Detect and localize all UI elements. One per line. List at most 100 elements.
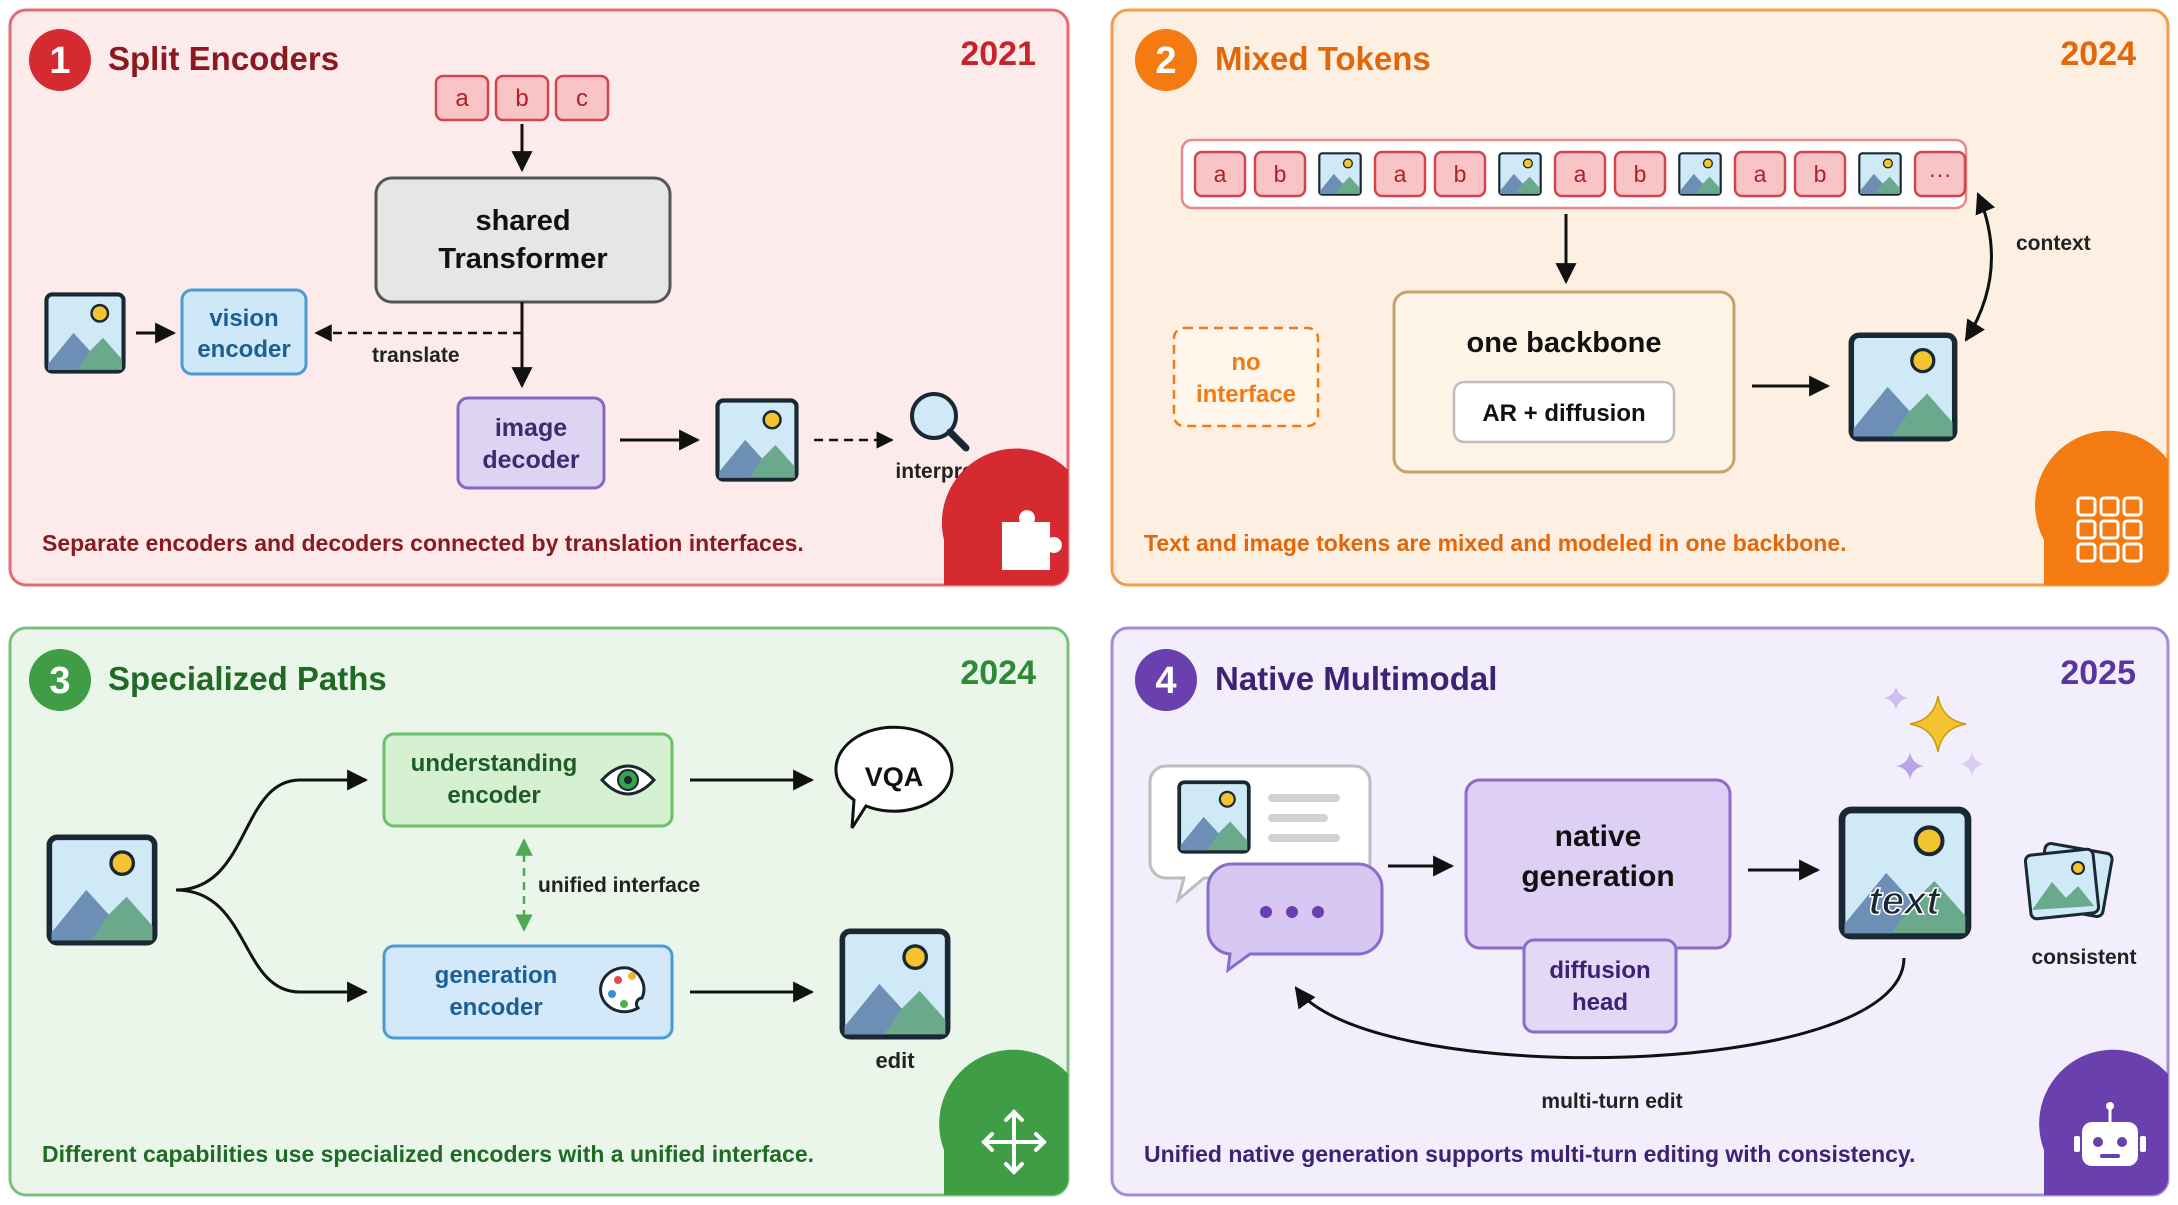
move-arrows-icon xyxy=(981,1109,1047,1175)
text-token-label: b xyxy=(1634,161,1647,187)
vision-encoder-box xyxy=(180,288,308,376)
text-token xyxy=(1613,150,1667,198)
vqa-label: VQA xyxy=(865,762,924,792)
typing-dot-2 xyxy=(1286,906,1298,918)
consistent-stack-icon xyxy=(2023,842,2114,921)
panel-3-number-badge xyxy=(29,649,91,711)
context-loop-arrow xyxy=(1964,192,1996,342)
generation-encoder-line1: generation xyxy=(435,962,558,989)
panel-4-title: Native Multimodal xyxy=(1215,660,1497,697)
token-a-label: a xyxy=(455,85,469,112)
message-image-icon xyxy=(1177,780,1251,854)
panel-specialized-paths: 3 Specialized Paths 2024 understanding e… xyxy=(8,626,1070,1197)
panel-1-number: 1 xyxy=(49,40,70,82)
diffusion-head-line1: diffusion xyxy=(1549,957,1650,984)
panel-native-multimodal: 4 Native Multimodal 2025 native generati… xyxy=(1110,626,2170,1197)
grid-icon xyxy=(2076,496,2143,563)
text-token xyxy=(1913,150,1967,198)
generation-encoder-line2: encoder xyxy=(449,994,542,1021)
translate-label: translate xyxy=(372,344,460,367)
shared-transformer-line1: shared xyxy=(475,205,570,237)
output-image-icon xyxy=(718,401,797,480)
panel-3-title: Specialized Paths xyxy=(108,660,387,697)
context-label: context xyxy=(2016,232,2091,255)
panel-3-year: 2024 xyxy=(960,654,1036,692)
image-decoder-line1: image xyxy=(495,414,567,442)
multi-turn-loop-arrow xyxy=(1294,957,1906,1060)
palette-icon xyxy=(599,966,646,1014)
no-interface-line2: interface xyxy=(1196,381,1296,408)
token-c-label: c xyxy=(576,85,588,112)
text-token xyxy=(1553,150,1607,198)
branch-arrow-understanding xyxy=(175,769,369,892)
vision-encoder-line1: vision xyxy=(209,305,278,332)
token-c xyxy=(554,74,610,122)
input-image-icon-3 xyxy=(49,837,154,942)
panel-2-year: 2024 xyxy=(2060,35,2136,73)
text-token-label: a xyxy=(1214,161,1227,187)
text-token-label: a xyxy=(1574,161,1587,187)
panel-1-title: Split Encoders xyxy=(108,40,339,77)
panel-1-year: 2021 xyxy=(960,35,1036,73)
text-token xyxy=(1373,150,1427,198)
panel-2-title: Mixed Tokens xyxy=(1215,40,1431,77)
edit-label: edit xyxy=(875,1048,915,1073)
text-token-label: b xyxy=(1454,161,1467,187)
image-decoder-box xyxy=(456,396,606,490)
token-a xyxy=(434,74,490,122)
text-token-label: b xyxy=(1274,161,1287,187)
eye-icon xyxy=(599,764,657,796)
panel-2-number-badge xyxy=(1135,29,1197,91)
shared-transformer-box xyxy=(374,176,672,304)
panel-4-year: 2025 xyxy=(2060,654,2136,692)
shared-transformer-line2: Transformer xyxy=(438,243,607,275)
no-interface-box xyxy=(1172,326,1320,428)
unified-interface-label: unified interface xyxy=(538,874,700,897)
native-generation-line2: generation xyxy=(1521,860,1674,893)
token-b xyxy=(494,74,550,122)
robot-icon xyxy=(2074,1102,2146,1166)
edited-image-icon xyxy=(842,931,947,1036)
branch-arrow-generation xyxy=(175,888,369,1003)
ar-diffusion-label: AR + diffusion xyxy=(1482,400,1645,427)
text-token-label: a xyxy=(1394,161,1407,187)
message-text-line-1 xyxy=(1268,794,1340,802)
image-token xyxy=(1858,152,1902,196)
understanding-encoder-line2: encoder xyxy=(447,782,540,809)
one-backbone-label: one backbone xyxy=(1467,327,1662,359)
ar-diffusion-box xyxy=(1452,380,1676,444)
typing-dot-1 xyxy=(1260,906,1272,918)
image-decoder-line2: decoder xyxy=(482,446,580,474)
vqa-speech-bubble xyxy=(834,725,954,829)
magnifier-icon xyxy=(910,392,970,452)
panel-2-number: 2 xyxy=(1155,40,1176,82)
text-token-label: ··· xyxy=(1929,161,1952,187)
panel-3-card xyxy=(8,626,1070,1197)
panel-4-number: 4 xyxy=(1155,660,1176,702)
panel-3-corner xyxy=(939,1049,1068,1195)
no-interface-line1: no xyxy=(1231,349,1260,376)
text-token-label: b xyxy=(1814,161,1827,187)
vision-encoder-line2: encoder xyxy=(197,336,290,363)
image-token xyxy=(1318,152,1362,196)
text-token xyxy=(1433,150,1487,198)
generation-encoder-box xyxy=(382,944,674,1040)
panel-1-caption: Separate encoders and decoders connected… xyxy=(42,530,804,556)
panel-1-number-badge xyxy=(29,29,91,91)
input-image-icon xyxy=(46,294,123,371)
message-text-line-2 xyxy=(1268,814,1328,822)
diffusion-head-line2: head xyxy=(1572,989,1628,1016)
native-generation-line1: native xyxy=(1555,820,1642,853)
panel-4-caption: Unified native generation supports multi… xyxy=(1144,1141,1915,1167)
generated-image-icon xyxy=(1851,335,1954,438)
text-overlay-label: text xyxy=(1868,879,1941,923)
text-token xyxy=(1793,150,1847,198)
multi-turn-label: multi-turn edit xyxy=(1541,1090,1682,1113)
understanding-encoder-line1: understanding xyxy=(411,750,578,777)
panel-4-number-badge xyxy=(1135,649,1197,711)
panel-split-encoders: 1 Split Encoders 2021 a b c shared Trans… xyxy=(8,8,1070,587)
message-text-line-3 xyxy=(1268,834,1340,842)
